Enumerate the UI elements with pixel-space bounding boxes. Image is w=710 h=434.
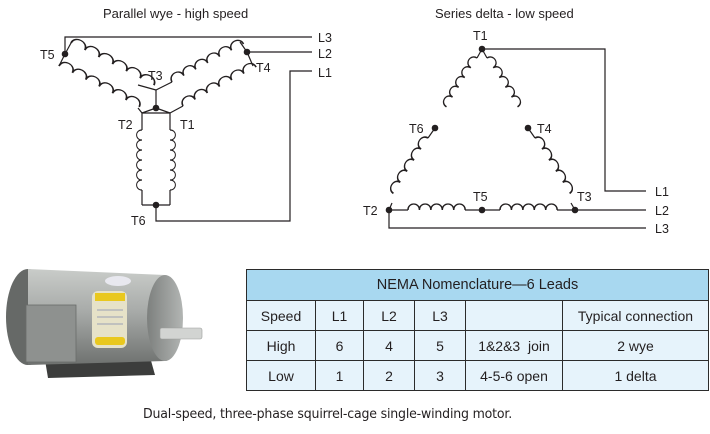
delta-terminal-t1: T1	[473, 29, 488, 43]
delta-diagram	[387, 48, 646, 229]
delta-terminal-t3: T3	[577, 190, 592, 204]
wye-terminal-t4: T4	[256, 61, 271, 75]
delta-line-l2: L2	[655, 204, 669, 218]
delta-line-l1: L1	[655, 185, 669, 199]
figure-caption: Dual-speed, three-phase squirrel-cage si…	[143, 406, 513, 422]
cell-l3: 5	[414, 330, 466, 361]
wye-line-l2: L2	[318, 47, 332, 61]
table-row: High 6 4 5 1&2&3 join 2 wye	[246, 330, 709, 361]
delta-nodes	[385, 45, 579, 214]
delta-terminal-t6: T6	[409, 122, 424, 136]
cell-connection-note: 1&2&3 join	[465, 330, 563, 361]
table-header-row: Speed L1 L2 L3 Typical connection	[246, 300, 709, 331]
header-typical-connection: Typical connection	[562, 300, 709, 331]
header-l1: L1	[315, 300, 364, 331]
cell-l3: 3	[414, 360, 466, 391]
wye-terminal-t1: T1	[180, 118, 195, 132]
wye-labels: T5 T4 T3 T2 T1 T6 L3 L2 L1	[40, 31, 332, 228]
wye-line-l1: L1	[318, 66, 332, 80]
wye-terminal-t3: T3	[148, 69, 163, 83]
wye-terminal-t6: T6	[131, 214, 146, 228]
delta-line-l3: L3	[655, 222, 669, 236]
header-l2: L2	[363, 300, 415, 331]
cell-l1: 1	[315, 360, 364, 391]
wye-diagram-title: Parallel wye - high speed	[103, 6, 249, 21]
wye-terminal-t5: T5	[40, 48, 55, 62]
delta-terminal-t2: T2	[363, 204, 378, 218]
header-l3: L3	[414, 300, 466, 331]
cell-speed: Low	[246, 360, 316, 391]
cell-typical-connection: 1 delta	[562, 360, 709, 391]
cell-l2: 2	[363, 360, 415, 391]
header-speed: Speed	[246, 300, 316, 331]
delta-terminal-t4: T4	[537, 122, 552, 136]
delta-labels: T1 T6 T4 T5 T3 T2 L1 L2 L3	[363, 29, 669, 236]
cell-connection-note: 4-5-6 open	[465, 360, 563, 391]
motor-photo	[6, 269, 203, 378]
table-row: Low 1 2 3 4-5-6 open 1 delta	[246, 360, 709, 391]
delta-terminal-t5: T5	[473, 190, 488, 204]
wiring-diagrams: T5 T4 T3 T2 T1 T6 L3 L2 L1	[40, 29, 669, 236]
wye-terminal-t2: T2	[118, 118, 133, 132]
wye-line-l3: L3	[318, 31, 332, 45]
cell-l1: 6	[315, 330, 364, 361]
header-blank	[465, 300, 563, 331]
cell-speed: High	[246, 330, 316, 361]
cell-l2: 4	[363, 330, 415, 361]
delta-diagram-title: Series delta - low speed	[435, 6, 574, 21]
nema-nomenclature-table: NEMA Nomenclature—6 Leads Speed L1 L2 L3…	[246, 269, 709, 391]
wye-nodes	[61, 48, 251, 209]
table-title: NEMA Nomenclature—6 Leads	[246, 269, 709, 301]
cell-typical-connection: 2 wye	[562, 330, 709, 361]
